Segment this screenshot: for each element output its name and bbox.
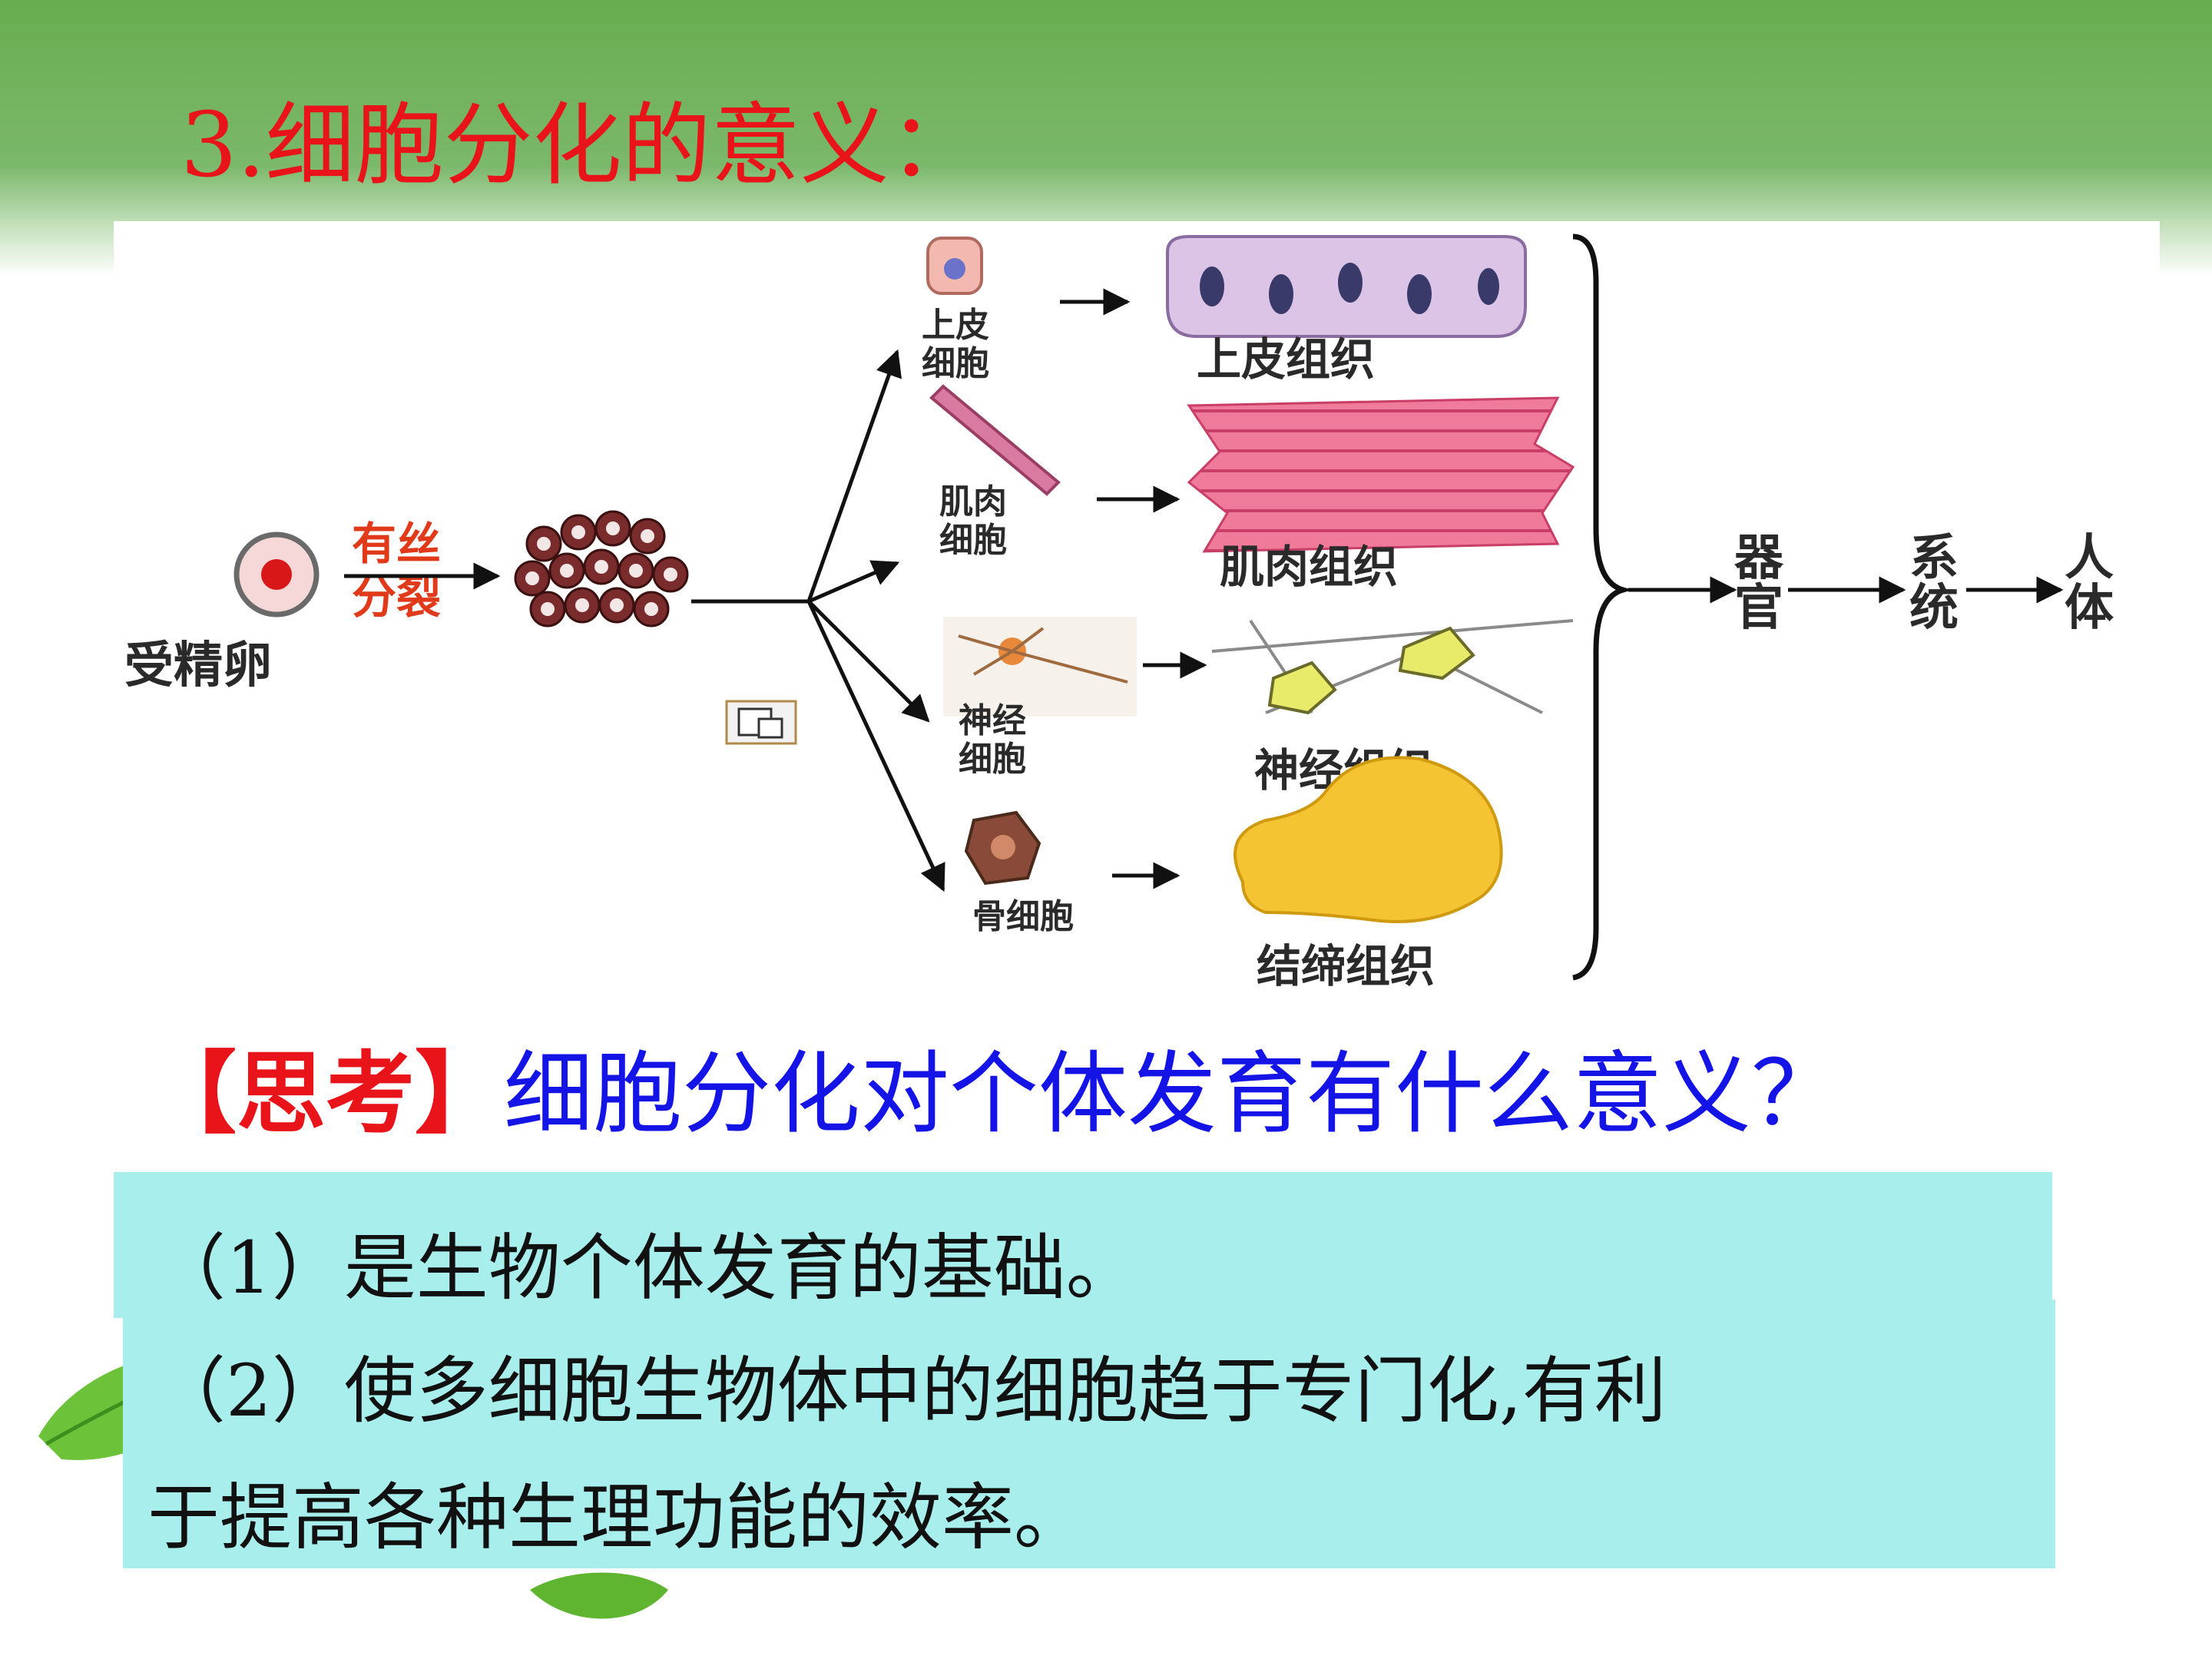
system-label-1: 系 [1909, 530, 1959, 587]
answer-2-line1: （2）使多细胞生物体中的细胞趋于专门化,有利 [154, 1349, 1667, 1433]
question-line: 【思考】细胞分化对个体发育有什么意义？ [147, 1022, 1840, 1151]
branch-arrow-bone [806, 600, 945, 892]
epithelial-cell-label-2: 细胞 [922, 344, 989, 383]
connective-tissue-icon [1233, 756, 1503, 923]
diagram-canvas: 受精卵 有丝 分裂 [124, 233, 2114, 992]
cell-differentiation-diagram: 受精卵 有丝 分裂 [114, 221, 2160, 1005]
organ-label-2: 官 [1734, 580, 1783, 637]
body-label-1: 人 [2065, 530, 2114, 587]
connective-tissue-label: 结缔组织 [1257, 940, 1435, 992]
epithelial-cell-label-1: 上皮 [922, 306, 989, 345]
epithelial-cell-icon [926, 237, 983, 295]
question-bracket: 【思考】 [147, 1041, 504, 1146]
muscle-tissue-icon [1187, 396, 1575, 553]
bone-cell-icon [964, 810, 1041, 886]
slide-title: 3.细胞分化的意义： [180, 94, 979, 197]
system-label-2: 统 [1909, 580, 1959, 637]
muscle-cell-icon [929, 384, 1061, 496]
zygote-label: 受精卵 [124, 637, 272, 694]
branch-arrow-epithelial [806, 349, 902, 602]
bone-cell-label: 骨细胞 [972, 897, 1074, 936]
epithelial-tissue-label: 上皮组织 [1197, 333, 1375, 386]
answer-box-1 [114, 1172, 2052, 1318]
grouping-brace [1572, 233, 1633, 981]
branch-arrow-muscle [808, 560, 900, 604]
nerve-cell-label-1: 神经 [959, 701, 1026, 740]
epithelial-tissue-icon [1166, 235, 1527, 338]
muscle-tissue-label: 肌肉组织 [1220, 541, 1398, 593]
nerve-tissue-icon [1211, 619, 1574, 715]
branch-arrow-nerve [807, 600, 930, 723]
answer-1-text: （1）是生物个体发育的基础。 [154, 1227, 1138, 1310]
muscle-cell-label-2: 细胞 [939, 521, 1007, 560]
question-text: 细胞分化对个体发育有什么意义？ [504, 1042, 1840, 1146]
leaf-decoration-icon-2 [530, 1572, 668, 1619]
paste-icon [725, 700, 797, 745]
cell-cluster-icon [514, 510, 689, 628]
division-label-line2: 分裂 [352, 571, 441, 624]
answer-2-line2: 于提高各种生理功能的效率。 [147, 1476, 1087, 1560]
nerve-cell-label-2: 细胞 [959, 740, 1026, 779]
division-label-line1: 有丝 [352, 518, 441, 570]
muscle-cell-label-1: 肌肉 [939, 482, 1007, 522]
nerve-cell-icon [943, 617, 1137, 717]
body-label-2: 体 [2065, 580, 2114, 637]
cell-cluster-nuclei-icon [525, 522, 677, 616]
zygote-icon [233, 531, 320, 618]
organ-label-1: 器 [1734, 530, 1784, 587]
answer-box-2 [123, 1300, 2055, 1568]
